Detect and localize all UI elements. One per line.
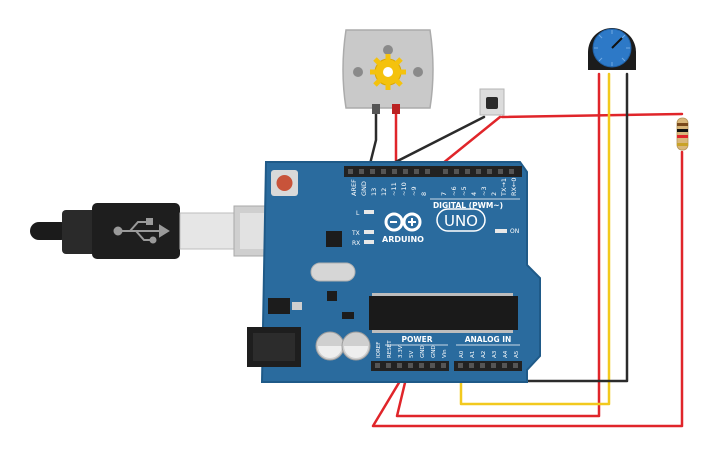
pin-label-2: 2 bbox=[490, 192, 498, 196]
arduino-logo bbox=[384, 212, 422, 232]
potentiometer-indicator bbox=[611, 37, 623, 49]
pin-label-10: ~10 bbox=[400, 182, 408, 196]
small-chip bbox=[327, 291, 337, 301]
arduino-brand-label: ARDUINO bbox=[382, 235, 424, 244]
pin-label-gnd: GND bbox=[360, 181, 368, 196]
usb-connector-metal bbox=[179, 212, 237, 250]
usb-icon bbox=[113, 218, 170, 244]
led-label-rx: RX bbox=[352, 240, 360, 247]
analog-pin-labels: A0 A1 A2 A3 A4 A5 bbox=[459, 350, 520, 358]
resistor-band-3 bbox=[677, 135, 688, 138]
pin-label-3v3: 3.3V bbox=[398, 345, 404, 358]
microcontroller-chip bbox=[369, 296, 518, 330]
motor-screw-right bbox=[413, 67, 423, 77]
regulator-tab bbox=[292, 302, 302, 310]
led-l bbox=[364, 210, 374, 214]
resistor bbox=[676, 117, 689, 151]
pin-label-6: ~6 bbox=[450, 186, 458, 196]
capacitors bbox=[315, 331, 371, 361]
pin-label-ioref: IOREF bbox=[376, 342, 382, 358]
pin-label-0: RX←0 bbox=[510, 177, 518, 196]
resistor-band-1 bbox=[677, 123, 688, 126]
reset-button-cap[interactable] bbox=[276, 175, 293, 191]
led-label-tx: TX bbox=[351, 230, 360, 237]
usb-plug-boot bbox=[62, 210, 98, 254]
pin-label-7: 7 bbox=[440, 192, 448, 196]
pin-label-a2: A2 bbox=[481, 351, 487, 358]
motor-screw-top bbox=[383, 45, 393, 55]
pin-label-3: ~3 bbox=[480, 186, 488, 196]
usb-cable-cord bbox=[30, 222, 70, 240]
pin-label-gnd-2: GND bbox=[431, 345, 437, 358]
pin-label-a5: A5 bbox=[514, 350, 520, 358]
pin-label-a0: A0 bbox=[459, 350, 465, 358]
pin-label-12: 12 bbox=[380, 188, 388, 196]
pin-label-vin: Vin bbox=[442, 349, 448, 358]
potentiometer[interactable] bbox=[588, 28, 636, 70]
power-jack-inner bbox=[253, 333, 295, 361]
pin-label-a1: A1 bbox=[470, 351, 476, 358]
pin-label-5: ~5 bbox=[460, 186, 468, 196]
arduino-board: AREF GND 13 12 ~11 ~10 ~9 8 7 ~6 ~5 4 ~3… bbox=[247, 161, 541, 383]
digital-header-label: DIGITAL (PWM~) bbox=[433, 201, 503, 210]
motor-screw-left bbox=[353, 67, 363, 77]
pin-label-4: 4 bbox=[470, 192, 478, 196]
led-label-on: ON bbox=[510, 228, 519, 235]
motor-terminal-black bbox=[372, 104, 380, 114]
pin-label-9: ~9 bbox=[410, 186, 418, 196]
resistor-red-wire bbox=[371, 150, 684, 428]
bottom-header-holes bbox=[375, 363, 518, 368]
usb-cable bbox=[30, 203, 299, 259]
small-component bbox=[342, 312, 354, 319]
push-button[interactable] bbox=[479, 88, 505, 116]
motor-terminal-red bbox=[392, 104, 400, 114]
analog-header-label: ANALOG IN bbox=[465, 335, 512, 344]
pin-label-11: ~11 bbox=[390, 182, 398, 196]
pot-yellow-wire bbox=[459, 72, 611, 406]
uno-logo-text: UNO bbox=[444, 212, 478, 230]
pin-label-aref: AREF bbox=[350, 179, 358, 196]
pin-label-a3: A3 bbox=[492, 350, 498, 358]
resistor-band-2 bbox=[677, 129, 688, 132]
power-header-label: POWER bbox=[401, 335, 432, 344]
pin-label-reset: RESET bbox=[387, 340, 393, 358]
power-pin-labels: IOREF RESET 3.3V 5V GND GND Vin bbox=[376, 340, 448, 358]
pin-label-1: TX→1 bbox=[500, 178, 508, 197]
voltage-regulator bbox=[268, 298, 290, 314]
digital-header-holes bbox=[348, 169, 514, 174]
pin-label-gnd-1: GND bbox=[420, 345, 426, 358]
digital-pin-labels: AREF GND 13 12 ~11 ~10 ~9 8 7 ~6 ~5 4 ~3… bbox=[350, 177, 518, 197]
uno-logo-frame bbox=[436, 208, 486, 232]
resistor-band-4 bbox=[677, 143, 688, 146]
motor-gear-icon bbox=[370, 54, 406, 90]
digital-header bbox=[344, 166, 522, 177]
button-resistor-wire bbox=[500, 112, 684, 119]
crystal-oscillator bbox=[310, 262, 356, 282]
led-on bbox=[495, 229, 507, 233]
led-tx bbox=[364, 230, 374, 234]
pin-label-8: 8 bbox=[420, 192, 428, 196]
pin-label-a4: A4 bbox=[503, 350, 509, 358]
led-label-l: L bbox=[356, 210, 360, 217]
pin-label-5v: 5V bbox=[409, 351, 415, 358]
knob-ridges bbox=[594, 30, 630, 66]
pin-label-13: 13 bbox=[370, 188, 378, 196]
status-leds: L TX RX bbox=[351, 210, 374, 247]
analog-header bbox=[454, 361, 522, 371]
push-button-cap[interactable] bbox=[486, 97, 498, 109]
led-rx bbox=[364, 240, 374, 244]
usb-chip bbox=[326, 231, 342, 247]
dc-motor[interactable] bbox=[342, 29, 434, 114]
microcontroller-pins bbox=[372, 293, 513, 333]
pot-red-wire bbox=[395, 72, 601, 418]
